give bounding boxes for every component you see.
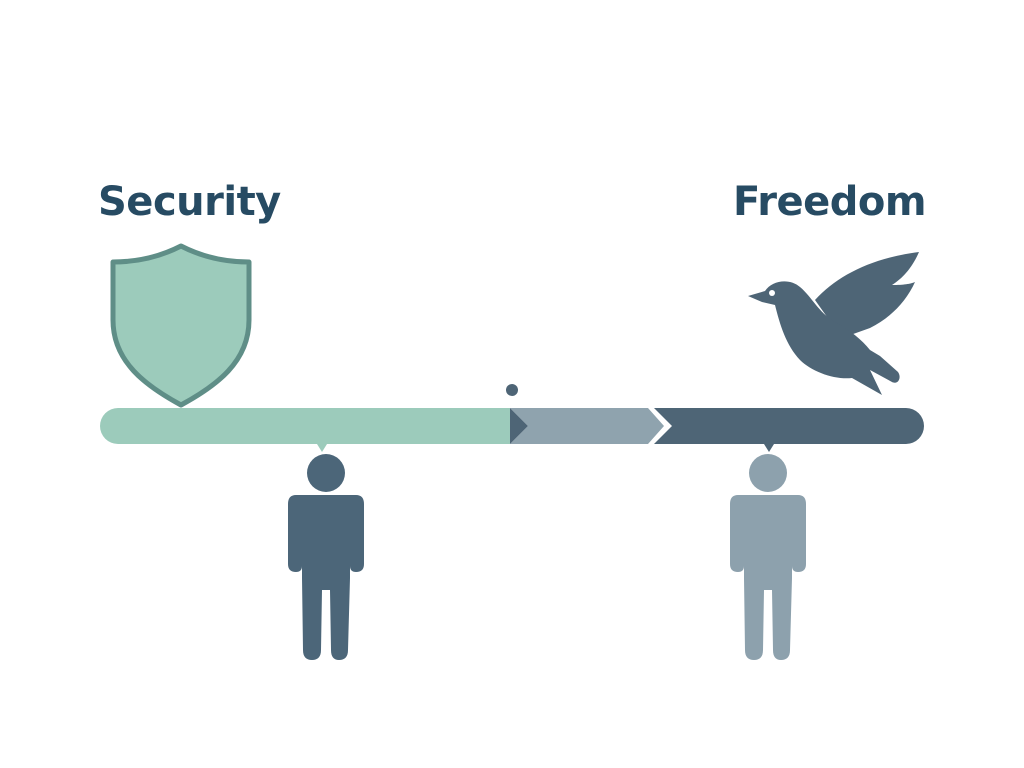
person-head [749,454,787,492]
middle-bar-notch [510,408,528,444]
left-person-icon [288,454,364,660]
security-label: Security [98,179,281,225]
bird-eye [769,290,775,296]
person-body [288,495,364,660]
pivot-dot [506,384,518,396]
bird-wing [815,252,919,338]
person-head [307,454,345,492]
person-body [730,495,806,660]
shield-icon [110,243,252,408]
freedom-label: Freedom [732,179,927,225]
freedom-bar-segment [654,408,924,444]
bird-icon [748,252,919,395]
middle-bar-segment [510,408,664,444]
bird-body [748,281,900,395]
right-person-icon [730,454,806,660]
security-bar-segment [100,408,510,444]
right-connector [764,444,774,452]
left-connector [317,444,327,452]
